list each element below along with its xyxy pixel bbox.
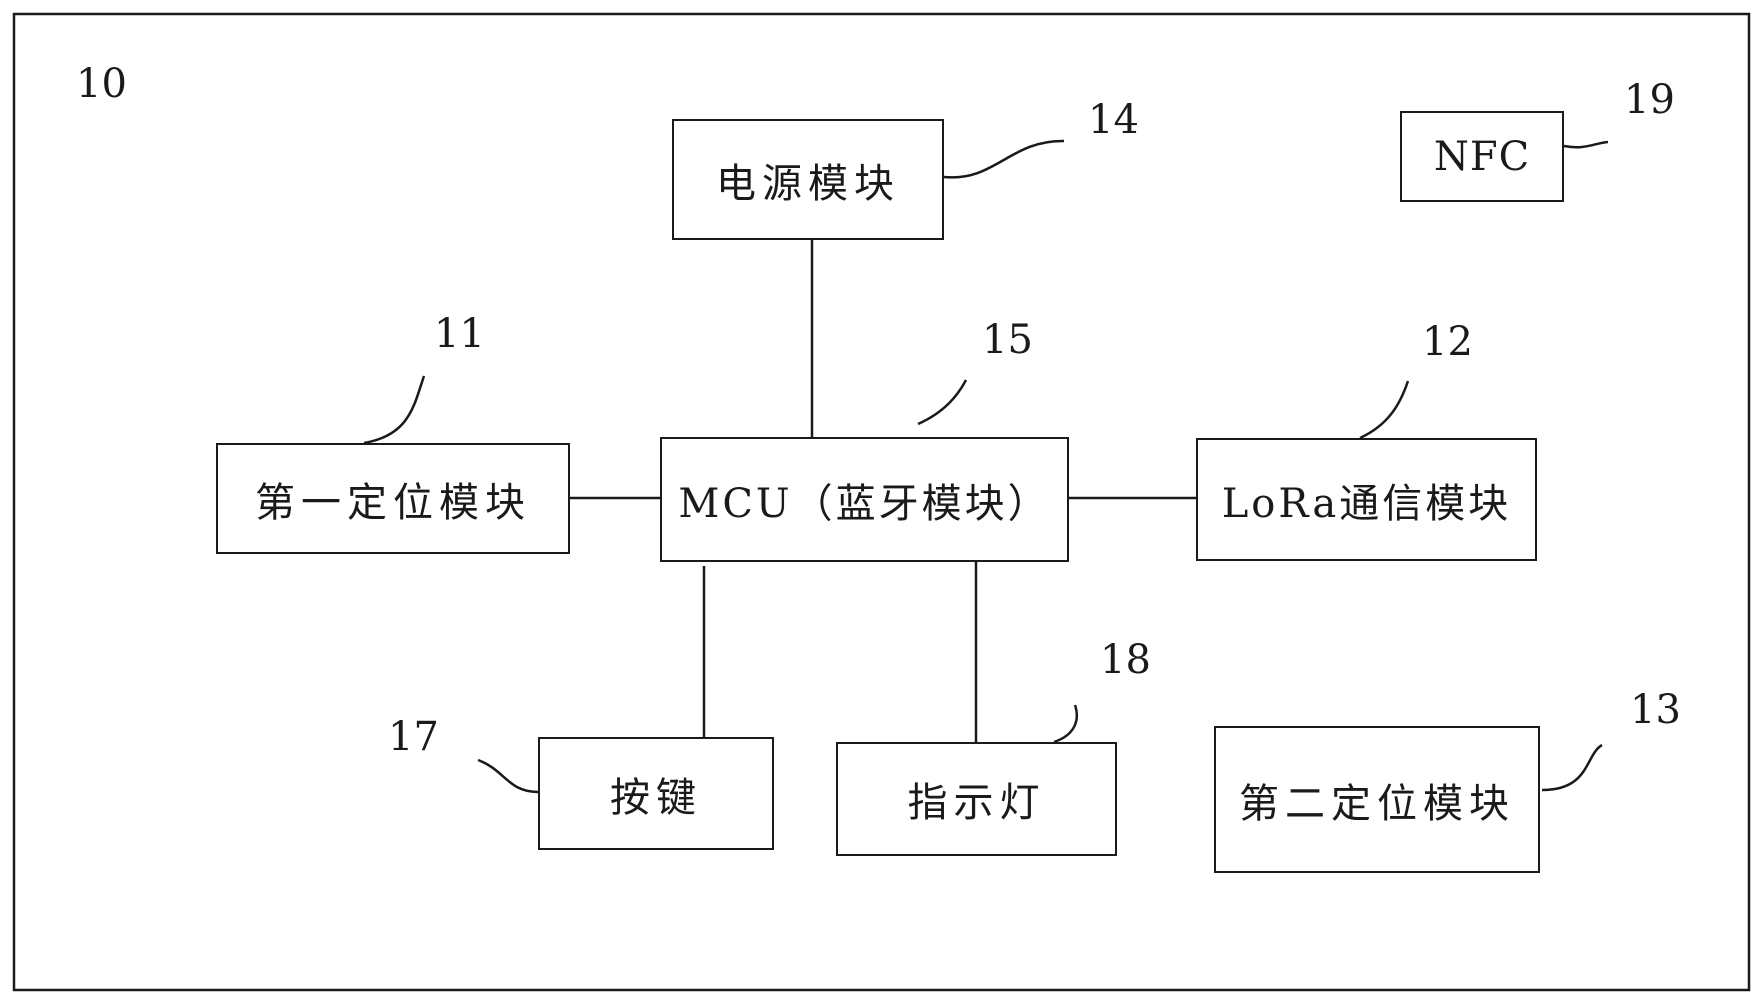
second-positioning-module-label: 第二定位模块 [1239, 780, 1515, 827]
leader-18 [1053, 704, 1079, 744]
indicator-module-label: 指示灯 [907, 780, 1046, 826]
second-positioning-module-ref: 13 [1630, 687, 1681, 733]
leader-11 [363, 375, 426, 445]
indicator-module-ref: 18 [1100, 637, 1151, 683]
power-module-box: 电源模块 [672, 119, 944, 240]
button-module-box: 按键 [538, 737, 774, 850]
leader-13 [1541, 743, 1603, 792]
button-module-label: 按键 [610, 774, 702, 821]
nfc-module-label: NFC [1433, 133, 1531, 180]
first-positioning-module-label: 第一定位模块 [255, 479, 531, 526]
lora-module-ref: 12 [1422, 319, 1473, 365]
indicator-module-box: 指示灯 [836, 742, 1117, 856]
figure-ref-number: 10 [76, 61, 127, 107]
first-positioning-module-ref: 11 [434, 311, 485, 357]
mcu-module-ref: 15 [982, 317, 1033, 363]
lora-module-label: LoRa通信模块 [1221, 480, 1512, 527]
mcu-module-label: MCU（蓝牙模块） [678, 480, 1051, 527]
first-positioning-module-box: 第一定位模块 [216, 443, 570, 554]
button-module-ref: 17 [388, 714, 439, 760]
leader-14 [943, 139, 1065, 179]
mcu-module-box: MCU（蓝牙模块） [660, 437, 1069, 562]
power-module-ref: 14 [1088, 97, 1139, 143]
lora-module-box: LoRa通信模块 [1196, 438, 1537, 561]
power-module-label: 电源模块 [716, 160, 900, 207]
second-positioning-module-box: 第二定位模块 [1214, 726, 1540, 873]
nfc-module-ref: 19 [1624, 77, 1675, 123]
leader-12 [1359, 380, 1410, 440]
leader-17 [477, 758, 539, 794]
leader-15 [917, 379, 968, 426]
outer-frame [12, 12, 1751, 992]
leader-19 [1563, 140, 1609, 149]
nfc-module-box: NFC [1400, 111, 1564, 202]
